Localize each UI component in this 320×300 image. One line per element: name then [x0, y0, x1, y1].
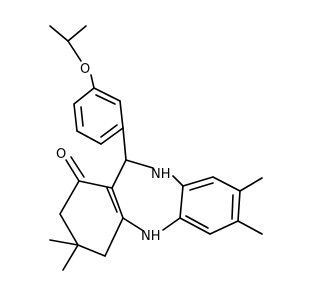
bond-carbonyl-carbon: [78, 180, 113, 189]
bond-lower-nh-to-enamine: [122, 217, 143, 231]
bond-phenyl-3: [100, 127, 124, 145]
bond-phenyl-double-1: [95, 94, 116, 105]
bond-aryl-methyl-lower: [237, 220, 263, 235]
bond-isopropyl-to-oxygen: [67, 40, 82, 62]
bond-phenyl-1: [93, 87, 121, 102]
bond-benzo-1: [182, 176, 214, 187]
upper-nh-label: NH: [151, 167, 171, 182]
bond-gem-methyl-bottom: [62, 244, 79, 271]
bond-methine-to-ring: [111, 159, 127, 189]
bond-enamine-double: [111, 187, 124, 219]
bond-phenyl-double-3: [80, 106, 84, 127]
bond-enamine-double-inner: [106, 187, 118, 213]
bond-layer: [49, 25, 263, 271]
bond-phenyl-double-2: [100, 124, 118, 138]
molecule-structure: O O NH NH: [49, 25, 263, 271]
molecule-canvas: O O NH NH: [49, 25, 263, 271]
bond-nh-to-benzo: [172, 175, 184, 187]
bond-phenyl-4: [76, 130, 102, 145]
ether-oxygen-label: O: [80, 62, 90, 77]
bond-benzo-to-lower-nh: [162, 217, 181, 231]
bond-benzo-double-1: [189, 182, 214, 191]
bond-benzo-4: [209, 220, 239, 235]
bond-benzo-double-3: [185, 215, 209, 229]
bond-ch2-to-enamine: [104, 217, 124, 257]
bond-benzo-3: [237, 190, 241, 222]
bond-ring-ch2-to-quaternary: [59, 213, 79, 246]
ketone-oxygen-label: O: [56, 147, 66, 162]
bond-methine-to-nh: [125, 159, 154, 169]
bond-aryl-to-methine: [122, 127, 127, 161]
bond-carbonyl-double-2: [70, 156, 85, 178]
bond-benzo-double-2: [231, 194, 234, 220]
bond-isopropyl-methyl-right: [67, 25, 87, 42]
bond-benzo-5: [179, 217, 211, 235]
bond-phenyl-2: [119, 100, 124, 129]
bond-benzo-2: [212, 176, 241, 192]
lower-nh-label: NH: [141, 229, 161, 244]
bond-carbonyl-double-1: [65, 159, 80, 182]
bond-phenyl-5: [73, 103, 78, 132]
bond-aryl-methyl-upper: [239, 177, 263, 192]
bond-isopropyl-methyl-left: [49, 25, 69, 42]
atom-label-layer: O O NH NH: [56, 62, 171, 244]
bond-benzo-fusion: [179, 185, 184, 219]
bond-gem-methyl-left: [49, 239, 79, 246]
bond-phenyl-6: [73, 87, 95, 105]
bond-oxygen-to-aryl: [90, 74, 95, 89]
bond-ring-ch2-upper: [59, 180, 80, 215]
bond-quaternary-to-ch2: [77, 244, 106, 257]
